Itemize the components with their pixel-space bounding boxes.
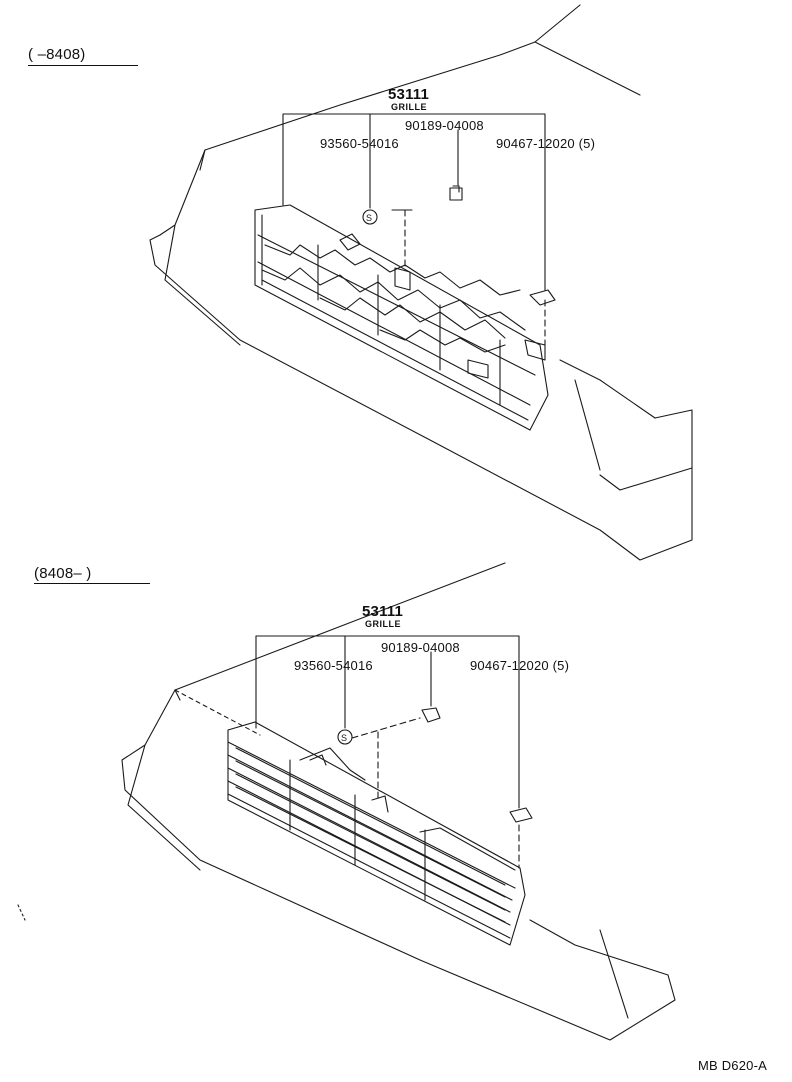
- svg-text:S: S: [341, 733, 347, 743]
- part-name-top: GRILLE: [391, 102, 427, 112]
- part-number-1-bottom: 90189-04008: [381, 640, 460, 655]
- part-number-main-top: 53111: [388, 86, 430, 103]
- leaders-bottom: [255, 635, 520, 869]
- fasteners-top: S: [362, 185, 556, 306]
- date-underline-bottom: [34, 583, 150, 584]
- car-body-bottom: [17, 562, 676, 1041]
- diagram-code: MB D620-A: [698, 1058, 767, 1073]
- grille-top: [254, 204, 549, 431]
- part-number-2-bottom: 93560-54016: [294, 658, 373, 673]
- date-range-bottom: (8408– ): [34, 565, 92, 582]
- grille-bottom: [227, 721, 526, 946]
- part-number-3-top: 90467-12020 (5): [496, 136, 596, 151]
- part-number-1-top: 90189-04008: [405, 118, 484, 133]
- svg-text:S: S: [366, 213, 372, 223]
- part-number-main-bottom: 53111: [362, 603, 404, 620]
- part-number-3-bottom: 90467-12020 (5): [470, 658, 570, 673]
- part-name-bottom: GRILLE: [365, 619, 401, 629]
- date-underline-top: [28, 65, 138, 66]
- car-body-top: [149, 4, 693, 561]
- fasteners-bottom: S: [337, 707, 533, 823]
- leaders-top: [282, 113, 546, 346]
- part-number-2-top: 93560-54016: [320, 136, 399, 151]
- date-range-top: ( –8408): [28, 46, 86, 63]
